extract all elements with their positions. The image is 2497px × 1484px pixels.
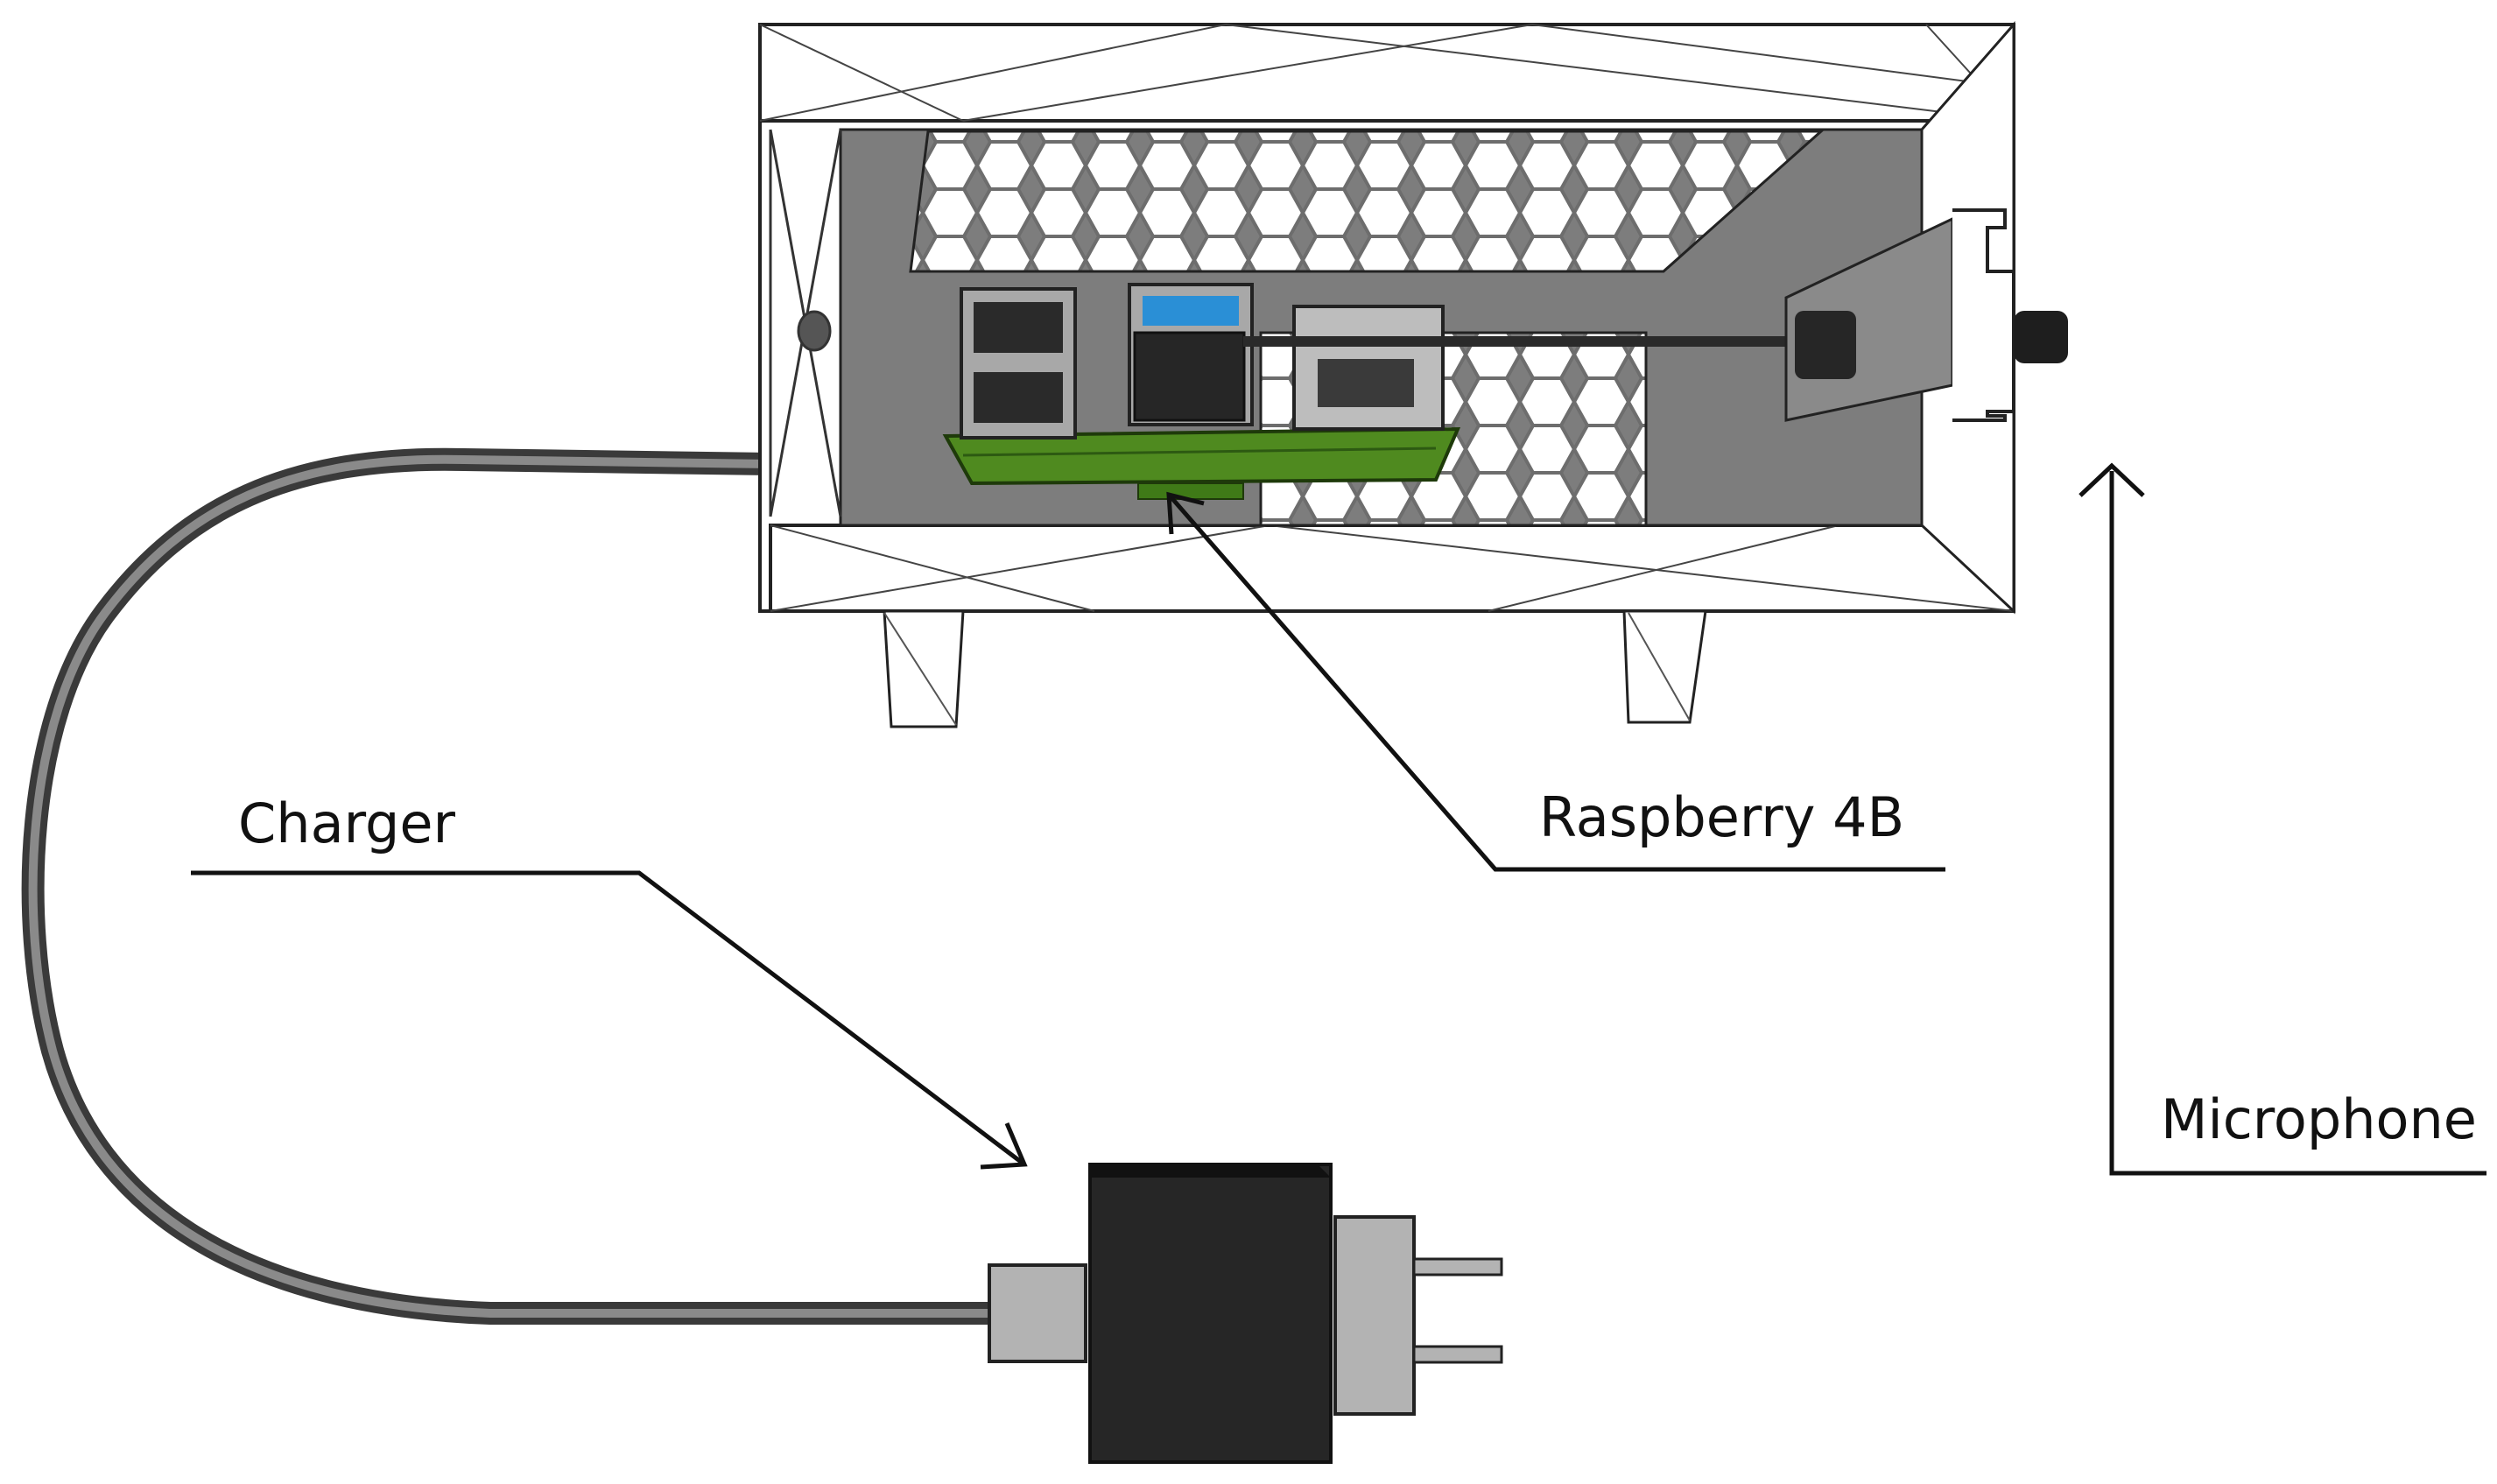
plug-body: [1088, 1163, 1333, 1464]
audio-adapter-block: [1133, 331, 1246, 422]
charger-label: Charger: [238, 791, 455, 855]
plug-side-block: [1333, 1215, 1416, 1416]
plug-prong-bottom: [1412, 1345, 1503, 1364]
callout-lines: [191, 462, 2486, 1176]
plug-prong-top: [1412, 1257, 1503, 1277]
microphone-jack-icon: [1243, 208, 2068, 422]
raspberry-arrowhead: [1166, 491, 1205, 535]
enclosure-leg-right: [1622, 609, 1707, 724]
honeycomb-ceiling: [909, 130, 1825, 273]
enclosure-leg-left: [883, 609, 965, 728]
plug-cable-collar: [988, 1263, 1087, 1363]
raspberry-leader-line: [1167, 493, 1945, 872]
enclosure-top-panel: [758, 23, 2015, 123]
raspberry-pi-board-icon: [942, 283, 1461, 500]
enclosure-left-bracing: [769, 129, 842, 517]
microphone-label: Microphone: [2161, 1087, 2477, 1151]
microphone-leader-line: [2109, 471, 2486, 1176]
microphone-arrowhead: [2078, 462, 2145, 497]
pcb: [942, 426, 1461, 486]
charger-cable: [21, 447, 989, 1325]
power-plug-icon: [988, 1163, 1503, 1464]
charger-leader-line: [191, 870, 1026, 1166]
microphone-head: [2014, 311, 2068, 363]
raspberry-label: Raspberry 4B: [1539, 785, 1904, 849]
charger-arrowhead: [980, 1122, 1028, 1170]
enclosure-bottom-panel: [769, 524, 2015, 613]
mic-jack-body: [1795, 311, 1856, 379]
